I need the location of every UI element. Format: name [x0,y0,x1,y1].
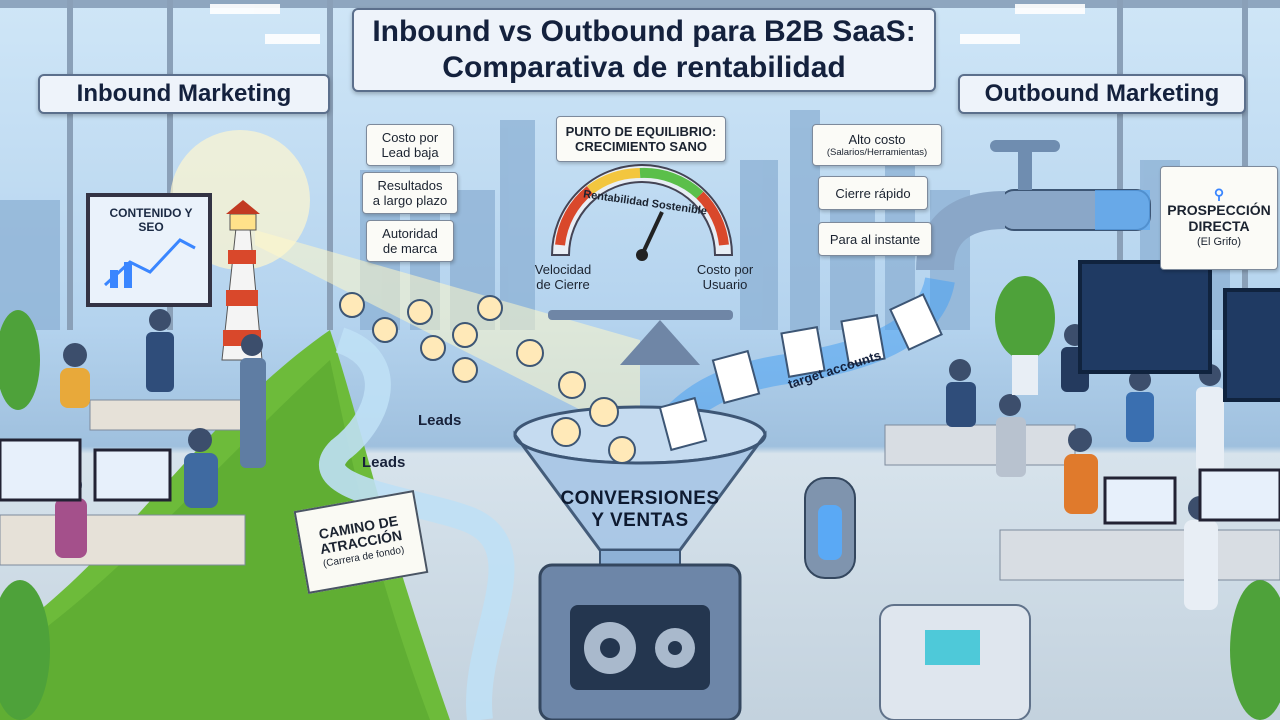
inbound-note-authority-line2: de marca [382,241,438,256]
outbound-note-cost-line2: (Salarios/Herramientas) [826,147,928,158]
leads-label-lower: Leads [362,454,406,471]
direct-prospecting-screen: ⚲ PROSPECCIÓN DIRECTA (El Grifo) [1160,166,1278,270]
gauge-left-line2: de Cierre [536,277,590,292]
inbound-note-authority: Autoridad de marca [366,220,454,262]
direct-prospecting-line3: (El Grifo) [1197,236,1241,248]
outbound-note-cost-line1: Alto costo [848,132,906,147]
inbound-note-cost-line1: Costo por [381,130,439,145]
outbound-note-cost: Alto costo (Salarios/Herramientas) [812,124,942,166]
funnel-label: CONVERSIONES Y VENTAS [540,488,740,532]
inbound-note-authority-line1: Autoridad [382,226,438,241]
gear-icon [584,622,695,674]
lighthouse-icon [221,200,263,361]
funnel-label-line2: Y VENTAS [591,510,689,531]
main-title: Inbound vs Outbound para B2B SaaS: Compa… [352,8,936,92]
faucet-icon: ⚲ [1213,186,1225,202]
outbound-note-fast-close-line1: Cierre rápido [835,185,911,201]
outbound-note-stops-line1: Para al instante [829,231,921,247]
person-icon [339,292,636,464]
direct-prospecting-line2: DIRECTA [1188,218,1250,234]
gauge-right-line1: Costo por [696,262,754,277]
chart-icon [103,238,196,288]
balance-header-line1: PUNTO DE EQUILIBRIO: [565,124,717,139]
balance-header: PUNTO DE EQUILIBRIO: CRECIMIENTO SANO [556,116,726,162]
gauge-right-line2: Usuario [702,277,748,292]
inbound-heading: Inbound Marketing [38,74,330,114]
leads-label-upper: Leads [418,412,462,429]
gauge-icon [550,164,734,261]
outbound-heading: Outbound Marketing [958,74,1246,114]
gauge-left-label: Velocidad de Cierre [518,262,608,292]
funnel-label-line1: CONVERSIONES [560,488,720,509]
main-title-line2: Comparativa de rentabilidad [442,51,846,84]
outbound-note-fast-close: Cierre rápido [818,176,928,210]
gauge-right-label: Costo por Usuario [680,262,770,292]
outbound-note-stops: Para al instante [818,222,932,256]
content-seo-screen-title: CONTENIDO Y SEO [109,206,193,234]
document-icon [658,293,943,452]
direct-prospecting-line1: PROSPECCIÓN [1167,202,1271,218]
inbound-note-long-term: Resultados a largo plazo [362,172,458,214]
inbound-note-cost-line2: Lead baja [381,145,439,160]
balance-header-line2: CRECIMIENTO SANO [575,139,707,154]
inbound-note-long-term-line2: a largo plazo [372,193,448,208]
main-title-line1: Inbound vs Outbound para B2B SaaS: [372,15,916,48]
gauge-left-line1: Velocidad [534,262,592,277]
inbound-note-long-term-line1: Resultados [377,178,443,193]
faucet-icon [916,140,1151,271]
inbound-note-cost: Costo por Lead baja [366,124,454,166]
